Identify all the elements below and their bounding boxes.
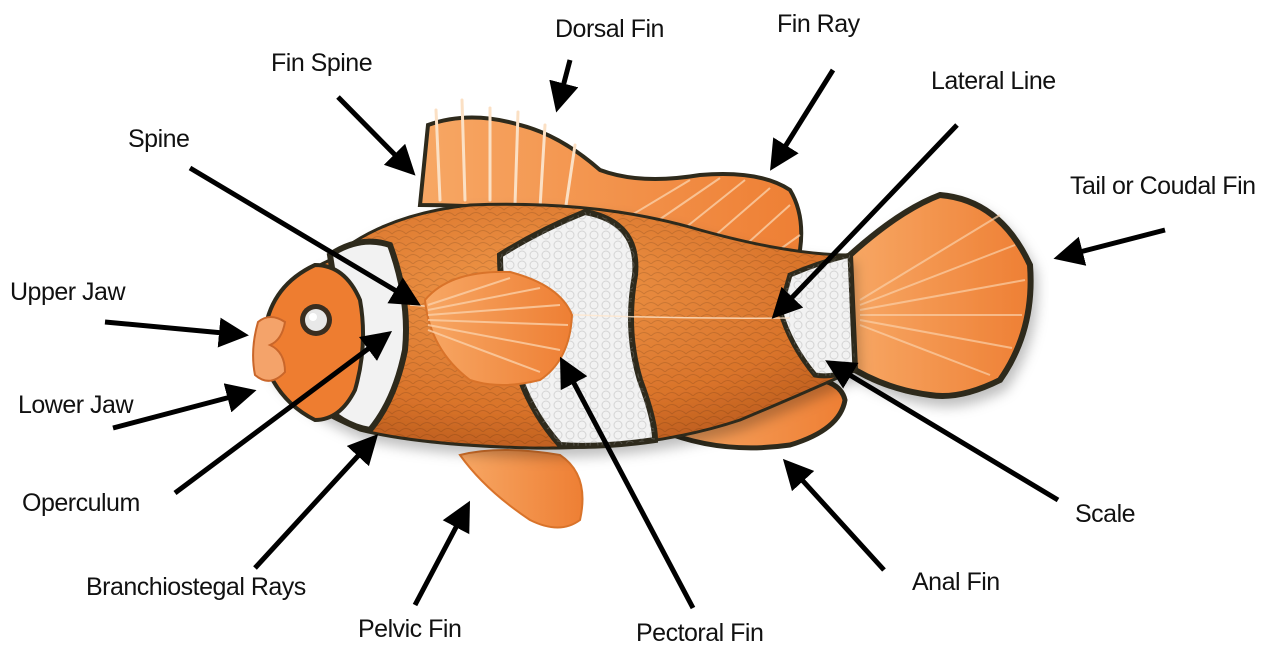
label-fin-spine: Fin Spine: [271, 51, 372, 76]
arrow-upper-jaw: [105, 322, 234, 334]
arrow-fin-ray: [778, 70, 833, 158]
arrow-fin-spine: [338, 97, 405, 165]
tail-fin-shape: [850, 195, 1031, 396]
label-tail-fin: Tail or Coudal Fin: [1070, 174, 1256, 199]
label-branchiostegal-rays: Branchiostegal Rays: [86, 575, 306, 600]
eye-white: [305, 309, 327, 331]
label-operculum: Operculum: [22, 491, 140, 516]
arrow-pelvic-fin: [415, 514, 463, 605]
arrow-branchiostegal-rays: [255, 445, 368, 568]
head-shape: [264, 265, 363, 420]
arrow-dorsal-fin: [560, 60, 570, 98]
label-lower-jaw: Lower Jaw: [18, 393, 133, 418]
label-pectoral-fin: Pectoral Fin: [636, 621, 763, 646]
label-pelvic-fin: Pelvic Fin: [358, 617, 461, 642]
arrow-anal-fin: [793, 470, 884, 570]
label-fin-ray: Fin Ray: [777, 12, 860, 37]
label-dorsal-fin: Dorsal Fin: [555, 17, 664, 42]
arrow-tail-fin: [1068, 230, 1165, 255]
label-lateral-line: Lateral Line: [931, 69, 1056, 94]
label-spine: Spine: [128, 127, 189, 152]
label-anal-fin: Anal Fin: [912, 570, 1000, 595]
pelvic-fin-shape: [460, 450, 583, 528]
label-scale: Scale: [1075, 502, 1135, 527]
label-upper-jaw: Upper Jaw: [10, 280, 125, 305]
